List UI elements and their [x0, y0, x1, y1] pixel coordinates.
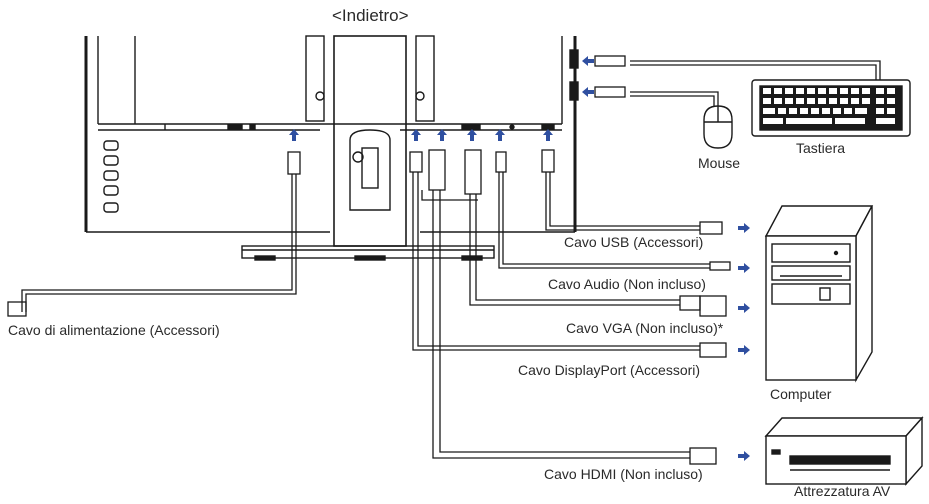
label-av-equipment: Attrezzatura AV [794, 483, 891, 499]
label-keyboard: Tastiera [796, 140, 846, 156]
cables [7, 55, 881, 465]
label-usb-cable: Cavo USB (Accessori) [564, 234, 704, 250]
label-hdmi-cable: Cavo HDMI (Non incluso) [544, 466, 703, 482]
label-computer: Computer [770, 386, 832, 402]
av-equipment-device [764, 416, 924, 486]
label-power-cable: Cavo di alimentazione (Accessori) [8, 322, 220, 338]
label-audio-cable: Cavo Audio (Non incluso) [548, 276, 706, 292]
label-mouse: Mouse [698, 155, 741, 171]
computer-device [764, 205, 874, 383]
monitor-back [84, 35, 579, 261]
label-displayport-cable: Cavo DisplayPort (Accessori) [518, 362, 701, 378]
keyboard-device [751, 79, 911, 137]
page-title: <Indietro> [332, 6, 409, 25]
device-arrows [738, 223, 750, 461]
label-vga-cable: Cavo VGA (Non incluso)* [566, 320, 724, 336]
mouse-device [703, 105, 733, 149]
